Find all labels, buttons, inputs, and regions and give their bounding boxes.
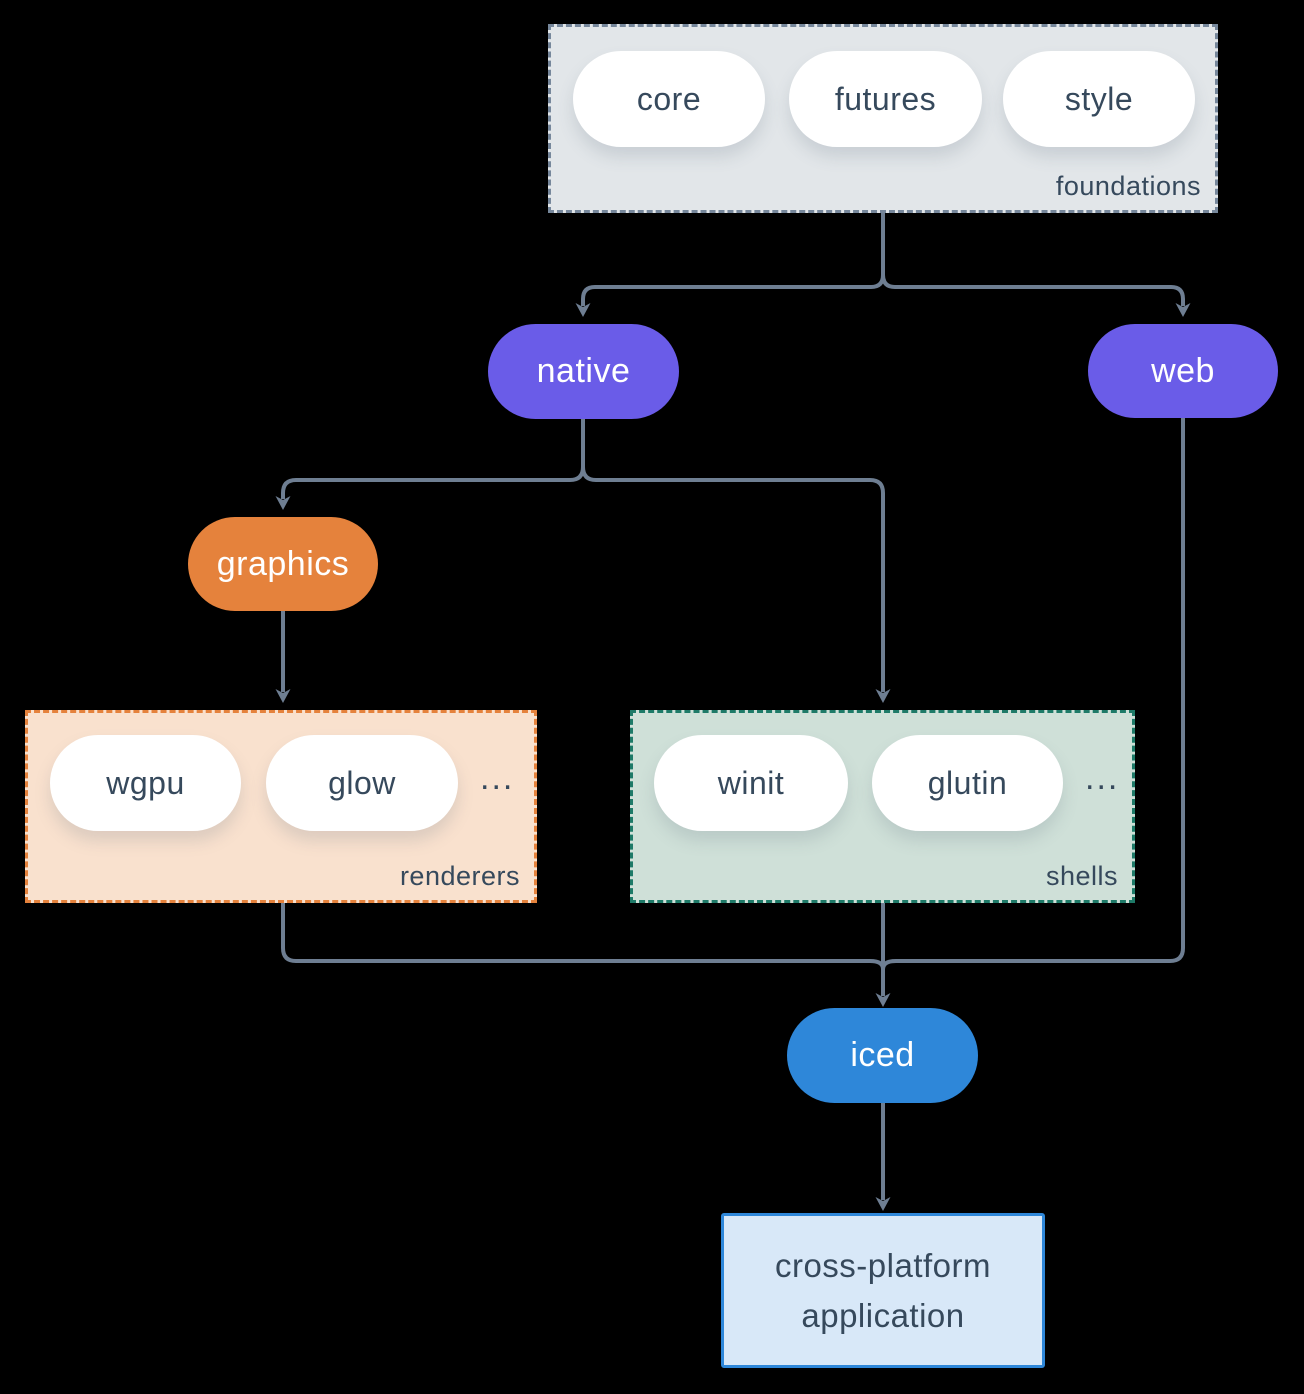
group-foundations-label: foundations [1055, 171, 1201, 201]
node-native-label: native [536, 352, 631, 390]
group-foundations: core futures style foundations [548, 24, 1218, 213]
group-renderers-label: renderers [399, 861, 520, 891]
edge-renderers-merge [281, 903, 885, 970]
edge-native-graphics [275, 419, 585, 510]
group-renderers: wgpu glow ... renderers [25, 710, 537, 903]
node-wgpu-label: wgpu [106, 764, 185, 801]
node-core: core [573, 51, 765, 147]
node-native: native [488, 324, 679, 419]
shells-ellipsis: ... [1085, 759, 1120, 797]
node-web: web [1088, 324, 1278, 418]
node-glutin-label: glutin [927, 764, 1008, 801]
group-shells: winit glutin ... shells [630, 710, 1135, 903]
node-futures-label: futures [834, 80, 937, 117]
node-graphics-label: graphics [216, 544, 350, 583]
node-iced: iced [787, 1008, 978, 1103]
node-application-label: cross-platform application [774, 1247, 992, 1334]
edge-foundations-native [575, 213, 885, 317]
node-futures: futures [789, 51, 982, 147]
node-glutin: glutin [872, 735, 1063, 831]
edge-foundations-web [881, 213, 1191, 317]
edge-native-shells [581, 419, 891, 703]
group-shells-label: shells [1045, 861, 1118, 891]
node-glow-label: glow [328, 764, 396, 801]
node-application: cross-platform application [721, 1213, 1045, 1368]
node-iced-label: iced [850, 1036, 915, 1074]
node-graphics: graphics [188, 517, 378, 611]
node-glow: glow [266, 735, 458, 831]
node-web-label: web [1151, 351, 1215, 390]
node-wgpu: wgpu [50, 735, 241, 831]
renderers-ellipsis: ... [480, 759, 515, 797]
node-winit: winit [654, 735, 848, 831]
node-style-label: style [1064, 80, 1134, 117]
node-core-label: core [636, 80, 702, 117]
node-style: style [1003, 51, 1195, 147]
node-winit-label: winit [717, 764, 785, 801]
